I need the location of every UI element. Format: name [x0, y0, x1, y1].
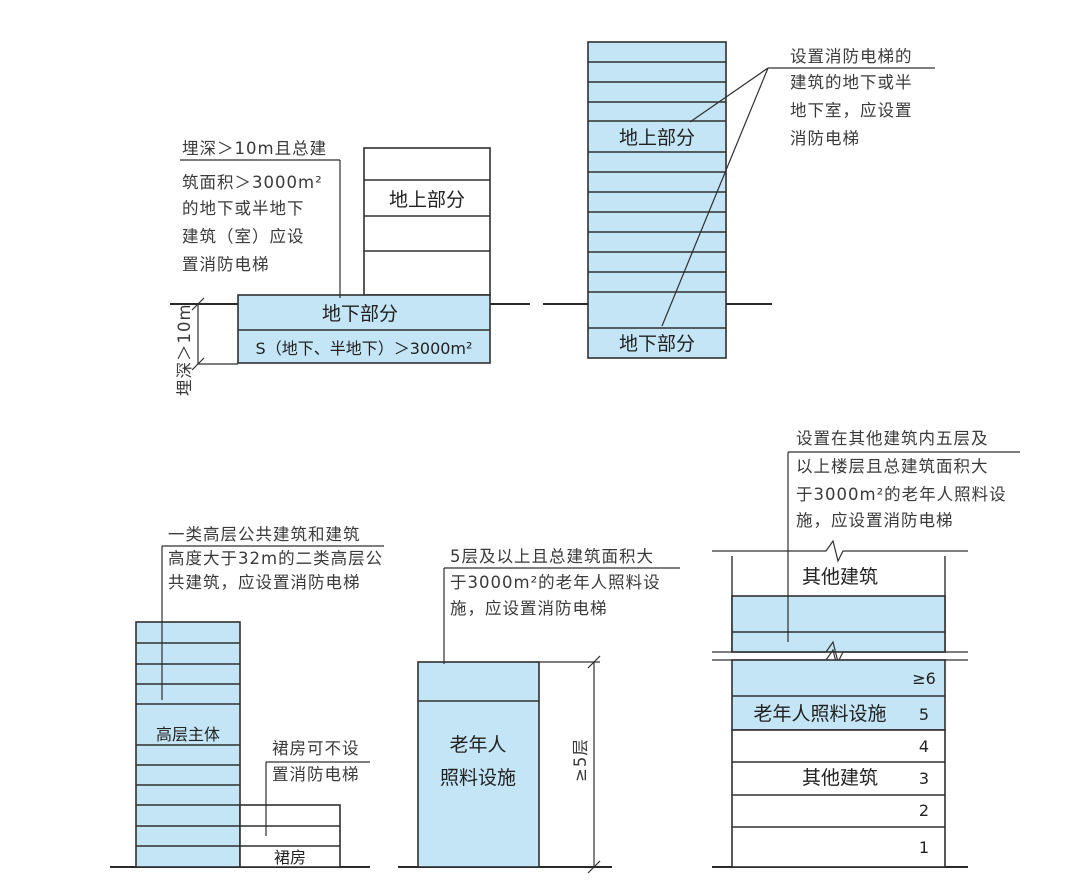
basement-label: 地下部分 [322, 303, 398, 325]
note-line: 以上楼层且总建筑面积大 [796, 457, 989, 476]
note-line: 置消防电梯 [182, 255, 270, 274]
note-line: 筑面积＞3000m² [182, 173, 323, 192]
tower-label: 高层主体 [156, 725, 220, 744]
care-facility-label: 老年人照料设施 [753, 703, 886, 725]
floor-number: 1 [919, 838, 929, 857]
note-line: 设置消防电梯的 [790, 47, 913, 66]
building-label-line: 照料设施 [440, 767, 516, 789]
note-line: 设置在其他建筑内五层及 [796, 429, 989, 448]
note-line: 一类高层公共建筑和建筑 [168, 525, 361, 544]
diagram-elderly-care-standalone: 老年人 照料设施 ≥5层 5层及以上且总建筑面积大 于3000m²的老年人照料设… [398, 547, 680, 874]
lower-other-building [731, 729, 946, 868]
diagram-basement-with-elevator: 地上部分 地下部分 设置消防电梯的 建筑的地下或半 地下室，应设置 消防电梯 [543, 41, 935, 359]
basement-area-label: S（地下、半地下）＞3000m² [256, 339, 473, 358]
above-ground-building [363, 147, 491, 296]
note-line: 消防电梯 [790, 129, 860, 148]
above-ground-label: 地上部分 [619, 127, 695, 149]
note-line: 5层及以上且总建筑面积大 [450, 547, 654, 566]
diagram-underground-deep: 地上部分 地下部分 S（地下、半地下）＞3000m² 埋深＞10m 埋深＞10m… [170, 139, 530, 396]
care-facility-floors [731, 659, 946, 731]
note-line: 埋深＞10m且总建 [182, 139, 327, 158]
break-line [712, 539, 968, 563]
top-other-building-label: 其他建筑 [802, 566, 878, 588]
note-line: 地下室，应设置 [790, 101, 913, 120]
note-line: 于3000m²的老年人照料设 [796, 485, 1007, 504]
podium-building [239, 804, 341, 868]
note-line: 建筑的地下或半 [790, 73, 913, 92]
note-line: 于3000m²的老年人照料设 [450, 573, 661, 592]
upper-care-floors [731, 595, 946, 653]
depth-label: 埋深＞10m [175, 303, 194, 396]
basement-block [237, 294, 491, 364]
above-ground-label: 地上部分 [389, 189, 465, 211]
floor-number: 3 [919, 769, 929, 788]
elderly-care-building [417, 661, 540, 868]
note-line: 高度大于32m的二类高层公 [168, 549, 383, 568]
building-label-line: 老年人 [449, 734, 506, 756]
podium-note-line: 裙房可不设 [272, 739, 360, 758]
height-label: ≥5层 [571, 738, 590, 782]
floor-number: 2 [919, 801, 929, 820]
diagram-elderly-care-in-building: 其他建筑 老年人照料设施 其他建筑 ≥6 5 4 3 2 1 设置在其他建筑内五… [712, 429, 1020, 868]
note-line: 的地下或半地下 [182, 199, 305, 218]
podium-label: 裙房 [274, 848, 306, 867]
floor-number: ≥6 [912, 669, 936, 688]
break-line [712, 640, 968, 664]
tower-building [587, 41, 727, 359]
below-ground-label: 地下部分 [619, 333, 695, 355]
diagram-high-rise: 高层主体 裙房 裙房可不设 置消防电梯 一类高层公共建筑和建筑 高度大于32m的… [110, 525, 384, 868]
floor-number: 4 [919, 737, 929, 756]
lower-other-building-label: 其他建筑 [802, 767, 878, 789]
floor-number: 5 [919, 705, 929, 724]
podium-note-line: 置消防电梯 [272, 765, 360, 784]
note-line: 建筑（室）应设 [182, 227, 305, 246]
note-line: 施，应设置消防电梯 [450, 599, 608, 618]
note-line: 施，应设置消防电梯 [796, 511, 954, 530]
note-line: 共建筑，应设置消防电梯 [168, 573, 361, 592]
